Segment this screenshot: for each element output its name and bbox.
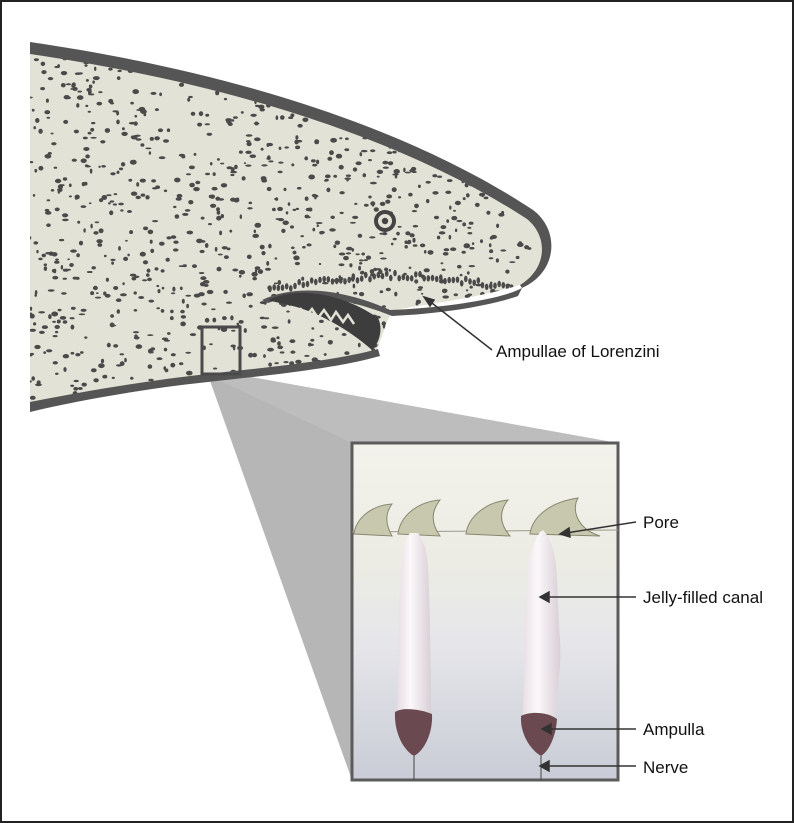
label-jelly-filled-canal: Jelly-filled canal — [643, 588, 763, 607]
label-ampullae-of-lorenzini: Ampullae of Lorenzini — [496, 342, 659, 361]
label-ampulla: Ampulla — [643, 720, 705, 739]
zoom-cone-inner — [208, 375, 352, 780]
eye — [376, 212, 394, 230]
label-pore: Pore — [643, 513, 679, 532]
label-nerve: Nerve — [643, 758, 688, 777]
jelly-canal-1 — [397, 533, 431, 715]
